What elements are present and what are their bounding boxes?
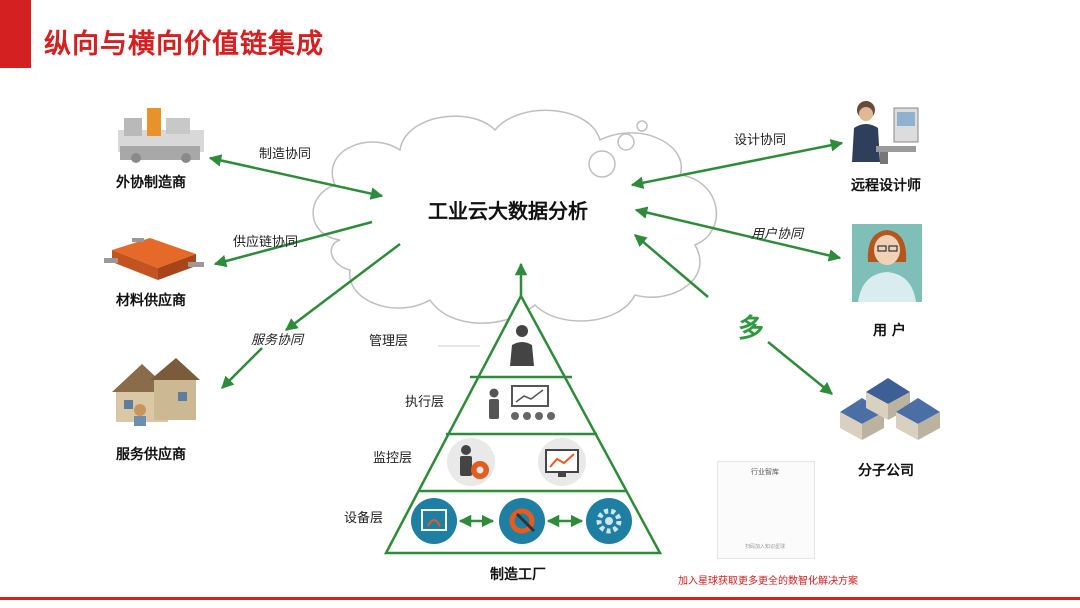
branch-buildings-icon	[840, 378, 940, 440]
qr-caption: 扫码加入知识星球	[744, 544, 785, 550]
factory-pyramid	[383, 293, 663, 555]
label-supply-chain-coop: 供应链协同	[233, 235, 299, 250]
label-duo: 多	[738, 314, 765, 344]
label-design-coop: 设计协同	[734, 133, 787, 148]
arrow-branch-a	[634, 234, 709, 298]
layer-management: 管理层	[369, 334, 409, 349]
arrow-user	[634, 206, 842, 262]
manager-icon	[510, 325, 534, 366]
factory-icon	[118, 108, 204, 163]
arrow-service-b	[221, 347, 263, 389]
qr-title: 行业智库	[751, 468, 779, 476]
meeting-icon	[489, 385, 555, 420]
user-avatar-icon	[852, 224, 922, 302]
material-machine-icon	[104, 238, 204, 280]
node-branch-company: 分子公司	[858, 463, 914, 479]
monitor-worker-icon	[447, 438, 495, 486]
arrow-material	[213, 220, 373, 268]
node-user: 用 户	[873, 323, 906, 339]
service-house-icon	[112, 358, 200, 426]
arrow-branch-b	[767, 341, 833, 395]
slide-title: 纵向与横向价值链集成	[44, 29, 324, 60]
arrow-design	[630, 139, 844, 189]
arrow-outsourcing	[208, 154, 384, 200]
layer-execution: 执行层	[405, 395, 445, 410]
layer-monitoring: 监控层	[373, 451, 413, 466]
node-outsourcing-manufacturer: 外协制造商	[116, 175, 186, 191]
qr-card	[717, 461, 815, 559]
bottom-accent-line	[0, 597, 1080, 600]
pyramid-base-label: 制造工厂	[490, 567, 546, 583]
label-manufacturing-coop: 制造协同	[259, 147, 312, 162]
device-icons	[411, 498, 632, 544]
center-cloud-title: 工业云大数据分析	[428, 199, 588, 223]
cloud-shape	[312, 109, 718, 324]
node-remote-designer: 远程设计师	[851, 178, 921, 194]
layer-device: 设备层	[344, 511, 384, 526]
title-accent-bar	[0, 0, 31, 68]
promo-text: 加入星球获取更多更全的数智化解决方案	[678, 576, 858, 587]
label-user-coop: 用户协同	[751, 227, 804, 242]
remote-designer-icon	[852, 101, 919, 164]
node-material-supplier: 材料供应商	[116, 293, 186, 309]
label-service-coop: 服务协同	[251, 333, 304, 348]
arrow-service-a	[285, 243, 401, 331]
monitor-chart-icon	[538, 438, 586, 486]
node-service-supplier: 服务供应商	[116, 447, 186, 463]
